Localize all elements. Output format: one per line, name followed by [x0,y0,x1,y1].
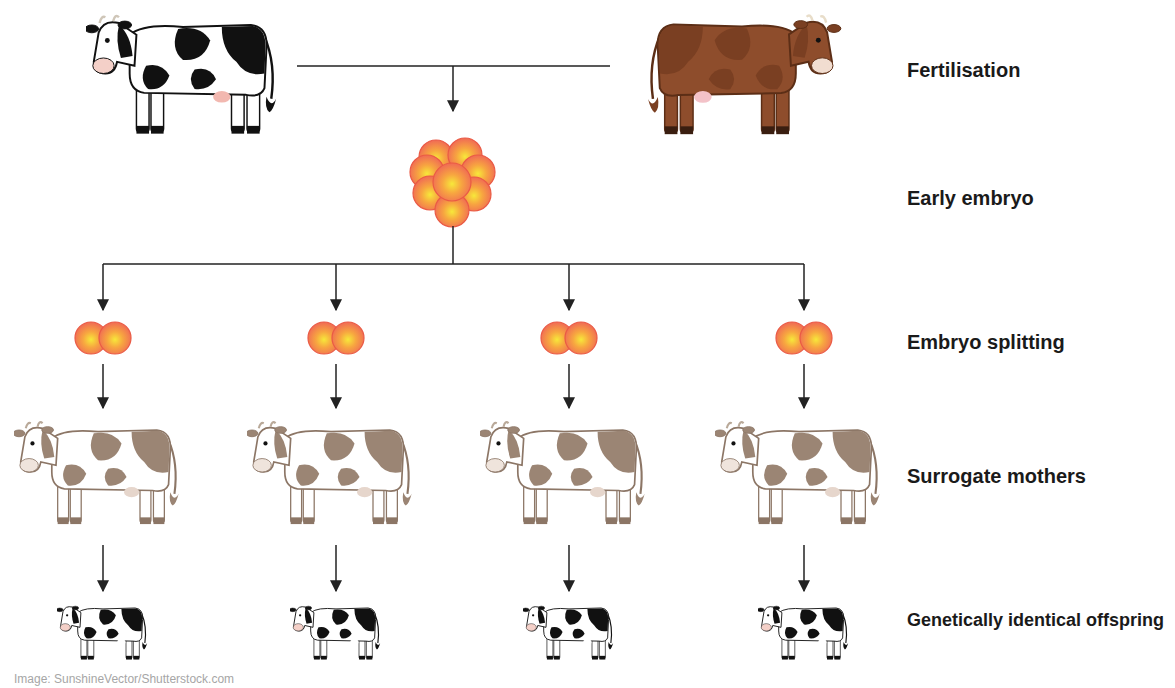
stage-label: Fertilisation [907,58,1020,82]
stage-label: Surrogate mothers [907,464,1086,488]
stage-label: Early embryo [907,186,1034,210]
image-credit: Image: SunshineVector/Shutterstock.com [14,672,234,686]
identical-calves [57,604,849,660]
surrogate-mothers [13,422,879,524]
split-stem [452,226,454,264]
arrow [452,66,454,111]
stage-label: Genetically identical offspring [907,610,1164,632]
stage-label: Embryo splitting [907,330,1065,354]
brown-parent [648,15,841,134]
holstein-parent [85,16,276,134]
split-embryos [75,322,832,354]
early-embryo [410,138,495,227]
